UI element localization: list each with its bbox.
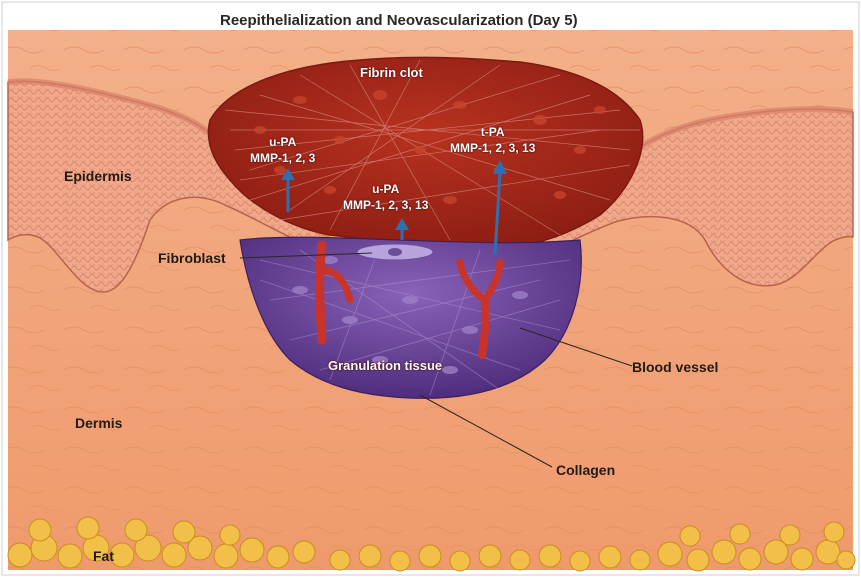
annotation-right-line2: MMP-1, 2, 3, 13 <box>450 140 535 156</box>
label-epidermis: Epidermis <box>64 168 132 184</box>
annotation-left-line2: MMP-1, 2, 3 <box>250 150 315 166</box>
annotation-right: t-PA MMP-1, 2, 3, 13 <box>450 124 535 156</box>
label-granulation-tissue: Granulation tissue <box>328 358 442 374</box>
label-fibroblast: Fibroblast <box>158 250 226 266</box>
label-dermis: Dermis <box>75 415 122 431</box>
annotation-left-line1: u-PA <box>250 134 315 150</box>
annotation-center-line1: u-PA <box>343 181 428 197</box>
annotation-center-line2: MMP-1, 2, 3, 13 <box>343 197 428 213</box>
label-blood-vessel: Blood vessel <box>632 359 718 375</box>
diagram-title: Reepithelialization and Neovascularizati… <box>220 12 578 29</box>
label-collagen: Collagen <box>556 462 615 478</box>
annotation-right-line1: t-PA <box>450 124 535 140</box>
annotation-center: u-PA MMP-1, 2, 3, 13 <box>343 181 428 213</box>
label-fibrin-clot: Fibrin clot <box>360 65 423 81</box>
label-fat: Fat <box>93 548 114 564</box>
annotation-left: u-PA MMP-1, 2, 3 <box>250 134 315 166</box>
